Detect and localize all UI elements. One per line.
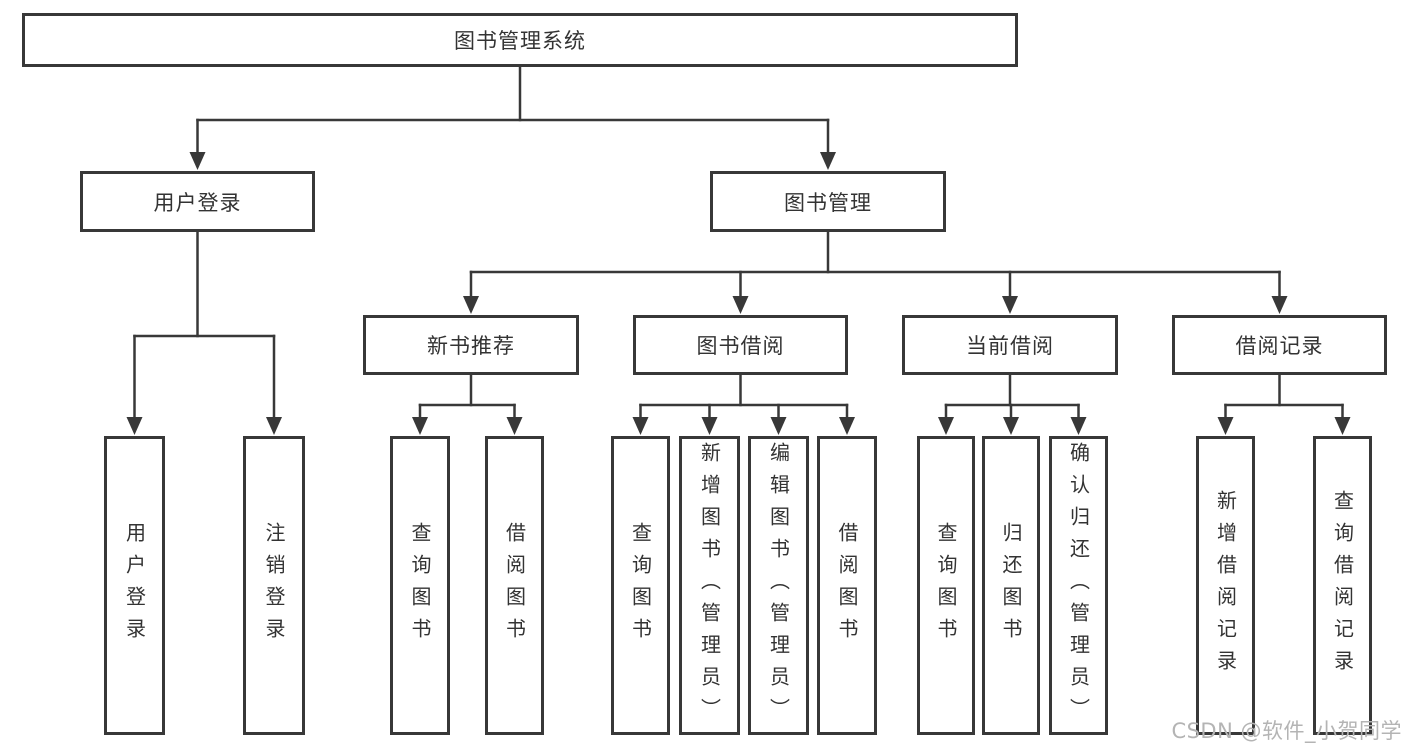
arrowhead-down-icon — [1271, 296, 1288, 314]
leaf-query-books-recommend: 查询图书 — [390, 436, 450, 735]
leaf-add-borrow-record-label: 新增借阅记录 — [1213, 489, 1238, 682]
leaf-query-books-recommend-label: 查询图书 — [408, 521, 432, 650]
arrowhead-down-icon — [412, 417, 428, 435]
leaf-add-books-admin: 新增图书（管理员） — [679, 436, 740, 735]
arrowhead-down-icon — [1003, 417, 1019, 435]
node-user-login: 用户登录 — [80, 171, 315, 232]
node-current-borrowing-label: 当前借阅 — [966, 334, 1054, 358]
arrowhead-down-icon — [732, 296, 749, 314]
node-book-management: 图书管理 — [710, 171, 946, 232]
leaf-query-books-current: 查询图书 — [917, 436, 975, 735]
leaf-add-books-admin-label: 新增图书（管理员） — [697, 441, 722, 730]
leaf-query-books-current-label: 查询图书 — [934, 521, 958, 650]
leaf-borrow-books-borrowing-label: 借阅图书 — [835, 521, 859, 650]
node-root-label: 图书管理系统 — [454, 29, 586, 53]
leaf-return-books-label: 归还图书 — [999, 521, 1023, 650]
node-user-login-label: 用户登录 — [153, 190, 242, 215]
arrowhead-down-icon — [1070, 417, 1087, 435]
leaf-edit-books-admin-label: 编辑图书（管理员） — [766, 441, 791, 730]
leaf-query-borrow-record-label: 查询借阅记录 — [1330, 489, 1355, 682]
node-borrow-records-label: 借阅记录 — [1235, 334, 1324, 358]
node-book-borrowing-label: 图书借阅 — [696, 334, 785, 358]
leaf-query-books-borrowing-label: 查询图书 — [628, 521, 653, 650]
arrowhead-down-icon — [938, 417, 954, 435]
leaf-logout-label: 注销登录 — [262, 521, 286, 650]
arrowhead-down-icon — [463, 296, 479, 314]
node-new-book-recommend: 新书推荐 — [363, 315, 579, 375]
node-root: 图书管理系统 — [22, 13, 1018, 67]
leaf-user-login-label: 用户登录 — [122, 521, 147, 650]
arrowhead-down-icon — [820, 152, 836, 170]
leaf-logout: 注销登录 — [243, 436, 305, 735]
arrowhead-down-icon — [126, 417, 143, 435]
watermark: CSDN @软件_小贺同学 — [1171, 719, 1402, 743]
leaf-query-borrow-record: 查询借阅记录 — [1313, 436, 1372, 735]
arrowhead-down-icon — [1217, 417, 1234, 435]
arrowhead-down-icon — [839, 417, 855, 435]
node-borrow-records: 借阅记录 — [1172, 315, 1387, 375]
leaf-add-borrow-record: 新增借阅记录 — [1196, 436, 1255, 735]
leaf-confirm-return-admin: 确认归还（管理员） — [1049, 436, 1108, 735]
arrowhead-down-icon — [632, 417, 649, 435]
leaf-return-books: 归还图书 — [982, 436, 1040, 735]
arrowhead-down-icon — [701, 417, 718, 435]
edge-book-borrowing — [632, 373, 855, 435]
leaf-borrow-books-recommend-label: 借阅图书 — [502, 521, 527, 650]
leaf-user-login: 用户登录 — [104, 436, 165, 735]
node-book-management-label: 图书管理 — [784, 190, 872, 215]
edge-book-management — [463, 230, 1288, 314]
edge-new-book-rec — [412, 373, 523, 435]
arrowhead-down-icon — [770, 417, 787, 435]
leaf-borrow-books-recommend: 借阅图书 — [485, 436, 544, 735]
edge-borrow-records — [1217, 373, 1351, 435]
leaf-borrow-books-borrowing: 借阅图书 — [817, 436, 877, 735]
arrowhead-down-icon — [1002, 296, 1018, 314]
edge-user-login — [126, 230, 282, 435]
arrowhead-down-icon — [506, 417, 523, 435]
arrowhead-down-icon — [1334, 417, 1351, 435]
edge-root — [189, 65, 836, 170]
leaf-query-books-borrowing: 查询图书 — [611, 436, 670, 735]
node-new-book-recommend-label: 新书推荐 — [427, 334, 515, 358]
arrowhead-down-icon — [266, 417, 282, 435]
arrowhead-down-icon — [189, 152, 206, 170]
node-book-borrowing: 图书借阅 — [633, 315, 848, 375]
leaf-confirm-return-admin-label: 确认归还（管理员） — [1066, 441, 1091, 730]
leaf-edit-books-admin: 编辑图书（管理员） — [748, 436, 809, 735]
node-current-borrowing: 当前借阅 — [902, 315, 1118, 375]
edge-current-borrow — [938, 373, 1087, 435]
